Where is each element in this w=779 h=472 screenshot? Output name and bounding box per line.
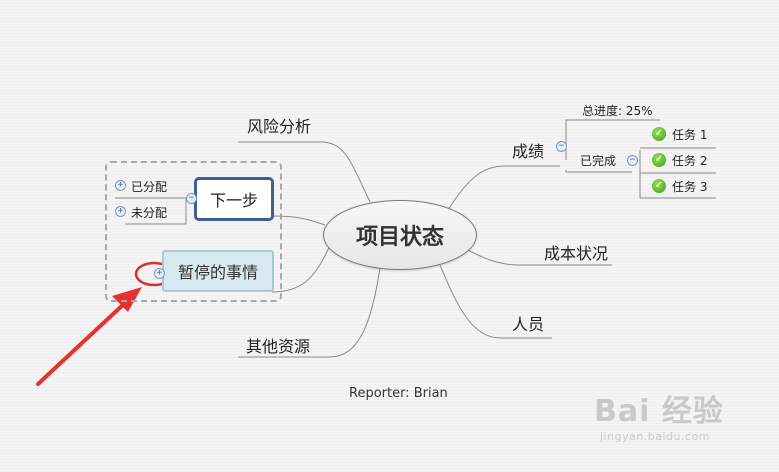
connector-cost (467, 249, 612, 266)
next-step-boundary[interactable] (105, 161, 282, 302)
branch-risk-analysis[interactable]: 风险分析 (247, 117, 312, 136)
pointer-arrowhead (112, 287, 142, 312)
next-step-collapse-toggle[interactable]: − (186, 193, 197, 204)
branch-next-step[interactable]: 下一步 (194, 177, 274, 221)
watermark-url: jingyan.baidu.com (600, 430, 711, 443)
task-label: 任务 3 (672, 179, 708, 194)
pointer-arrow (36, 300, 128, 386)
task-item-3[interactable]: ✓ 任务 3 (652, 177, 707, 195)
task-item-2[interactable]: ✓ 任务 2 (652, 151, 707, 169)
connector-completed (565, 170, 632, 173)
checkmark-icon: ✓ (652, 127, 666, 141)
results-completed[interactable]: 已完成 (580, 154, 617, 168)
connector-next (271, 215, 326, 226)
results-collapse-toggle[interactable]: − (556, 141, 567, 152)
checkmark-icon: ✓ (652, 153, 666, 167)
connector-assigned (115, 197, 187, 225)
connector-resources (238, 267, 381, 358)
branch-results[interactable]: 成绩 (512, 142, 545, 161)
connector-tasks (639, 147, 716, 199)
central-topic[interactable]: 项目状态 (323, 200, 477, 270)
checkmark-icon: ✓ (652, 179, 666, 193)
results-progress[interactable]: 总进度: 25% (582, 104, 653, 118)
reporter-footer: Reporter: Brian (349, 386, 448, 401)
connector-people (439, 264, 552, 339)
unassigned-expand-toggle[interactable]: + (115, 206, 126, 217)
watermark-logo: Bai 经验 (594, 394, 724, 429)
branch-paused-items[interactable]: 暂停的事情 (162, 250, 274, 292)
branch-other-resources[interactable]: 其他资源 (246, 337, 311, 356)
task-item-1[interactable]: ✓ 任务 1 (652, 125, 707, 143)
node-assigned[interactable]: 已分配 (131, 180, 168, 194)
task-label: 任务 1 (672, 127, 708, 142)
node-unassigned[interactable]: 未分配 (131, 206, 168, 220)
baidu-watermark: Bai 经验 jingyan.baidu.com (594, 386, 744, 456)
branch-people[interactable]: 人员 (512, 315, 545, 334)
connector-risk (238, 141, 371, 203)
connector-results (447, 165, 560, 211)
branch-cost-status[interactable]: 成本状况 (544, 244, 609, 263)
completed-collapse-toggle[interactable]: − (627, 155, 638, 166)
paused-expand-toggle[interactable]: + (154, 268, 165, 279)
connector-progress (565, 119, 660, 160)
task-label: 任务 2 (672, 153, 708, 168)
assigned-expand-toggle[interactable]: + (115, 180, 126, 191)
